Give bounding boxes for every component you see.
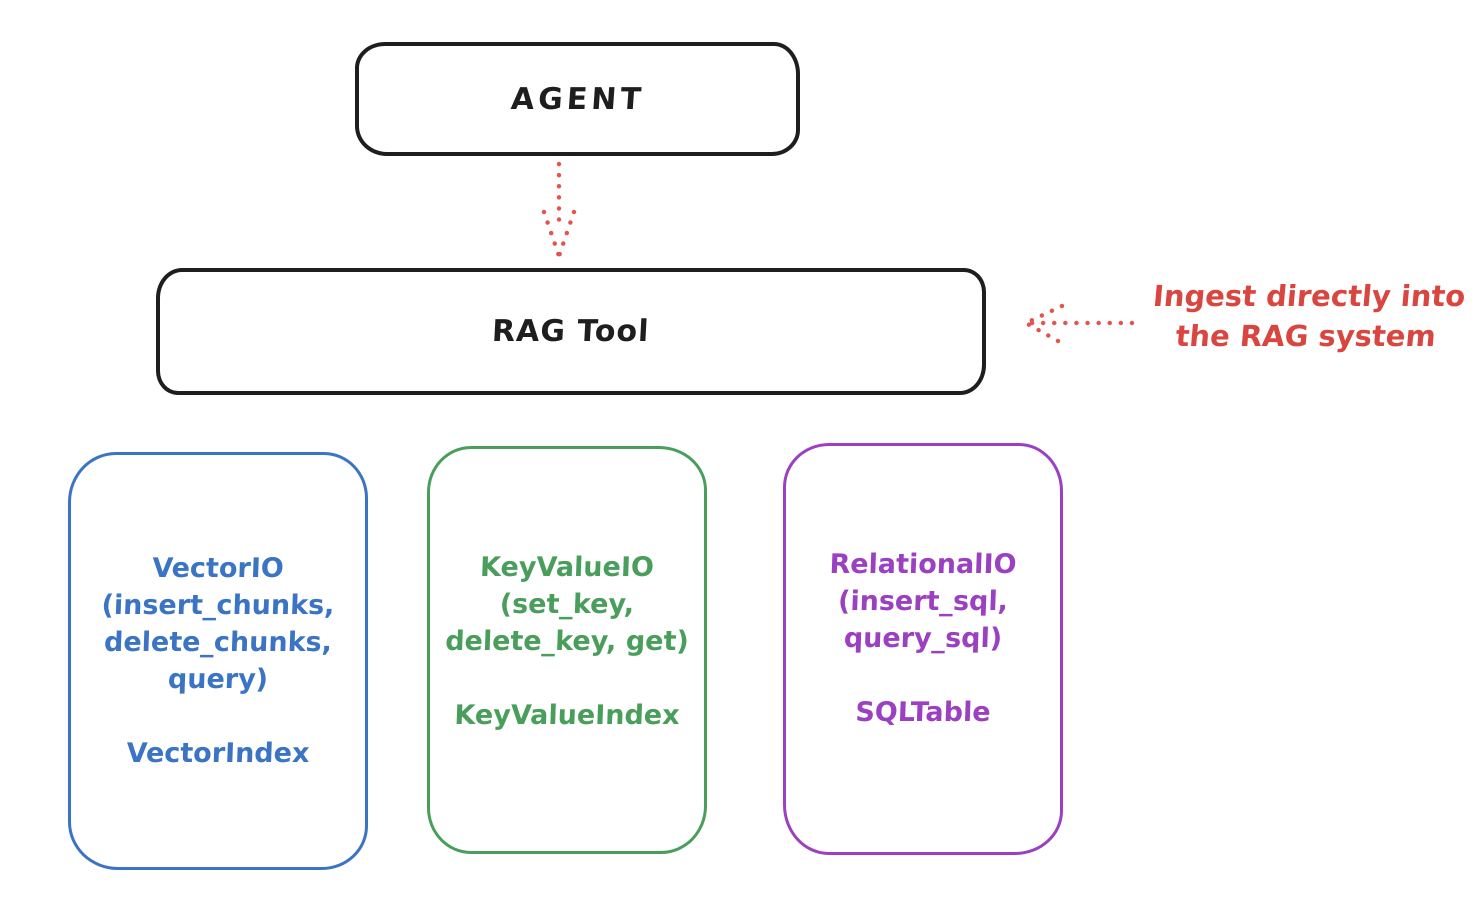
dotted-left-arrow-icon: [1023, 303, 1135, 344]
relational-io-node: RelationalIO (insert_sql, query_sql) SQL…: [783, 443, 1063, 855]
vector-io-text: VectorIO (insert_chunks, delete_chunks, …: [71, 550, 365, 772]
node-text-line: [429, 660, 704, 697]
rag-tool-node: RAG Tool: [156, 268, 986, 395]
node-text-line: (set_key,: [499, 589, 635, 620]
agent-label: AGENT: [509, 81, 646, 117]
node-text-line: (insert_chunks,: [101, 590, 335, 621]
node-text-line: (insert_sql,: [837, 586, 1009, 617]
rag-tool-label: RAG Tool: [491, 314, 651, 349]
node-text-line: [70, 698, 365, 735]
agent-to-rag-arrow: [541, 161, 577, 259]
node-text-line: [785, 657, 1060, 694]
node-text-line: query): [167, 664, 269, 695]
node-text-line: delete_key, get): [444, 626, 690, 657]
node-text-line: VectorIO: [151, 553, 285, 584]
dotted-down-arrow-icon: [541, 161, 577, 259]
ingest-arrow: [1023, 303, 1135, 344]
node-text-line: SQLTable: [854, 697, 992, 728]
node-text-line: query_sql): [843, 623, 1003, 654]
node-text-line: delete_chunks,: [103, 627, 333, 658]
keyvalue-io-text: KeyValueIO (set_key, delete_key, get) Ke…: [430, 549, 704, 734]
agent-node: AGENT: [355, 42, 800, 156]
relational-io-text: RelationalIO (insert_sql, query_sql) SQL…: [786, 546, 1060, 731]
node-text-line: KeyValueIO: [479, 552, 655, 583]
node-text-line: VectorIndex: [126, 738, 310, 769]
ingest-annotation-line1: Ingest directly into: [1151, 279, 1467, 313]
keyvalue-io-node: KeyValueIO (set_key, delete_key, get) Ke…: [427, 446, 707, 854]
vector-io-node: VectorIO (insert_chunks, delete_chunks, …: [68, 452, 368, 870]
ingest-annotation: Ingest directly into the RAG system: [1132, 276, 1484, 356]
ingest-annotation-line2: the RAG system: [1174, 319, 1438, 353]
node-text-line: RelationalIO: [828, 549, 1018, 580]
node-text-line: KeyValueIndex: [453, 700, 681, 731]
